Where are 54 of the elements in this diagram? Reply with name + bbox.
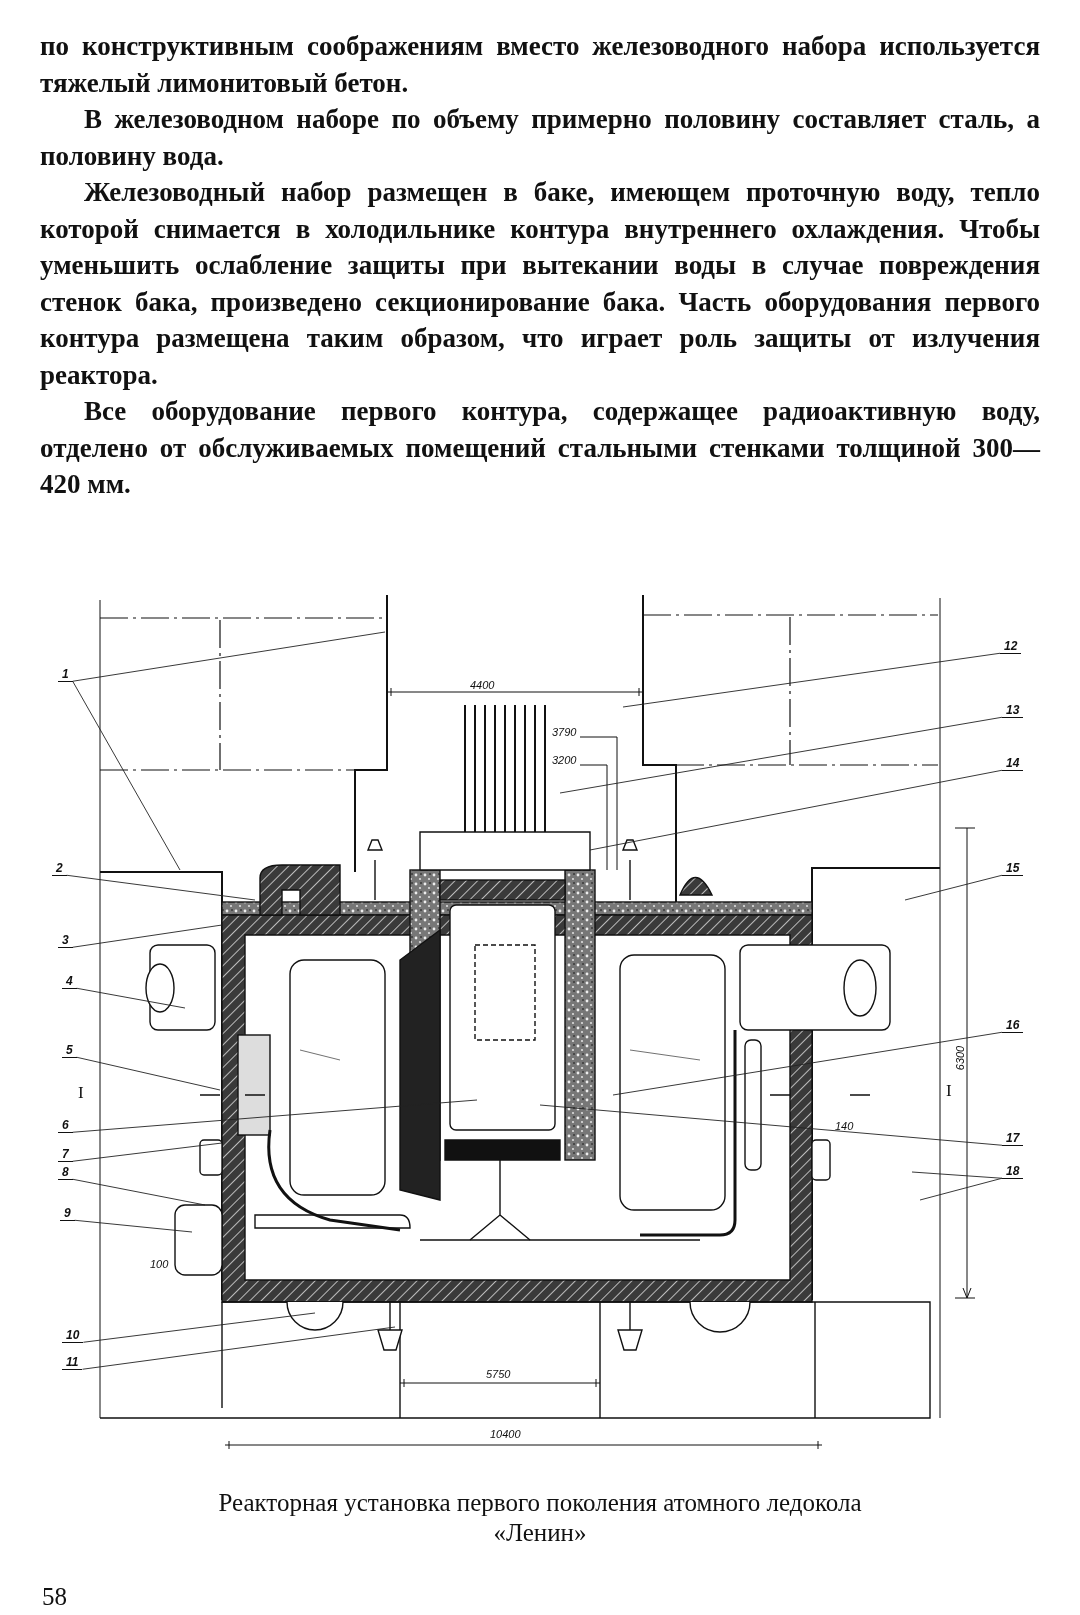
callout-number: 11: [62, 1356, 83, 1370]
leader-line: [66, 874, 256, 901]
dimension-label: 100: [150, 1258, 169, 1270]
leader-line: [911, 1171, 1003, 1179]
callout-number: 7: [58, 1148, 73, 1162]
callout-number: 13: [1002, 704, 1024, 718]
figure-caption: Реакторная установка первого поколения атомного ледокола «Ленин»: [217, 1488, 863, 1548]
callout-number: 8: [58, 1166, 73, 1180]
dimension-label: 3200: [552, 754, 577, 766]
section-mark: I: [946, 1082, 952, 1100]
callout-number: 16: [1002, 1019, 1024, 1033]
section-mark: I: [78, 1084, 84, 1102]
callout-number: 12: [1000, 640, 1022, 654]
body-paragraph: Железоводный набор размещен в баке, имеющем проточную воду, тепло которой снимается в холодильнике контура внутреннего охлаждения. Чтобы уменьшить ослабление защиты при вытекании воды в случае повреждения стенок бака, произведено секционирование бака. Часть оборудования первого контура размещена таким образом, что играет роль защиты от излучения реактора.: [40, 176, 1040, 392]
callout-number: 17: [1002, 1132, 1024, 1146]
page-number: 58: [42, 1583, 67, 1611]
callout-number: 14: [1002, 757, 1024, 771]
callout-number: 1: [58, 668, 73, 682]
leader-line: [82, 1326, 396, 1370]
leader-line: [76, 987, 186, 1009]
dimension-label: 140: [835, 1120, 854, 1132]
leader-line: [919, 1177, 1003, 1201]
dimension-label: 3790: [552, 726, 577, 738]
dimension-label: 10400: [490, 1428, 521, 1440]
leader-line: [76, 1056, 221, 1091]
callout-number: 15: [1002, 862, 1024, 876]
callout-number: 5: [62, 1044, 77, 1058]
dimension-label: 6300: [954, 1045, 967, 1071]
leader-line: [904, 874, 1003, 901]
callout-number: 6: [58, 1119, 73, 1133]
leader-line: [589, 769, 1003, 851]
leader-line: [72, 1142, 223, 1162]
leader-line: [612, 1031, 1003, 1096]
leader-line: [72, 924, 223, 948]
leader-line: [74, 1219, 193, 1233]
callout-number: 4: [62, 975, 77, 989]
leader-line: [72, 1178, 206, 1206]
callout-number: 18: [1002, 1165, 1024, 1179]
leader-line: [622, 652, 1001, 708]
leader-line: [72, 680, 181, 871]
callout-number: 2: [52, 862, 67, 876]
body-paragraph: Все оборудование первого контура, содержащее радиоактивную воду, отделено от обслуживаемых помещений стальными стенками толщиной 300—420 мм.: [40, 395, 1040, 501]
leader-line: [539, 1104, 1003, 1146]
leader-line: [82, 1312, 316, 1343]
callout-number: 9: [60, 1207, 75, 1221]
dimension-label: 4400: [470, 679, 495, 691]
leader-line: [72, 1099, 478, 1133]
body-paragraph: В железоводном наборе по объему примерно половину составляет сталь, а половину вода.: [40, 103, 1040, 173]
callout-number: 3: [58, 934, 73, 948]
body-paragraph: по конструктивным соображениям вместо железоводного набора используется тяжелый лимонитовый бетон.: [40, 30, 1040, 100]
callout-number: 10: [62, 1329, 84, 1343]
dimension-label: 5750: [486, 1368, 511, 1380]
leader-line: [559, 716, 1003, 794]
leader-line: [72, 631, 386, 682]
